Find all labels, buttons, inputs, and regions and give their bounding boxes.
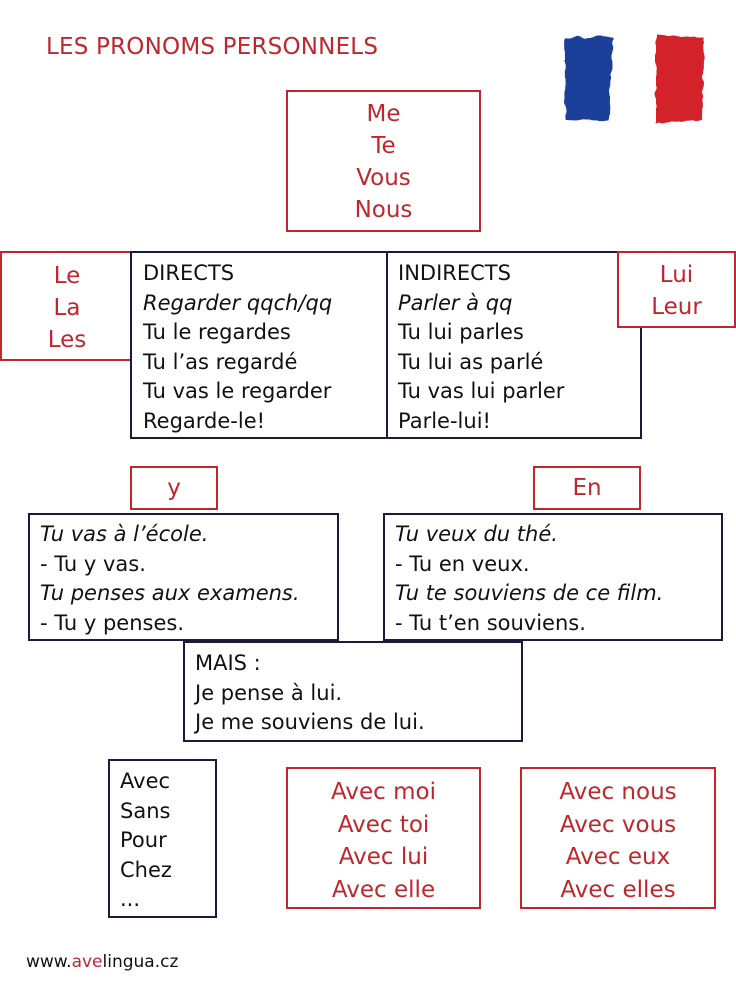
en-label: En <box>572 475 602 501</box>
en-example-line: Tu te souviens de ce film. <box>395 581 664 605</box>
y-label-box: y <box>130 466 218 510</box>
avec-singular-line: Avec moi <box>331 779 436 805</box>
en-example-line: - Tu t’en souviens. <box>395 610 586 635</box>
directs-heading: DIRECTS <box>143 261 235 285</box>
preposition: Chez <box>120 857 172 882</box>
en-example-line: - Tu en veux. <box>395 551 530 576</box>
avec-plural-line: Avec vous <box>559 811 677 838</box>
mais-line: Je pense à lui. <box>195 680 343 705</box>
avec-plural-line: Avec elles <box>560 876 676 903</box>
y-example-line: Tu penses aux examens. <box>40 581 300 605</box>
indirects-line: Parle-lui! <box>398 408 491 433</box>
avec-singular-box: Avec moi Avec toi Avec lui Avec elle <box>286 767 481 909</box>
mais-box: MAIS : Je pense à lui. Je me souviens de… <box>183 641 523 742</box>
pronoun-la: La <box>53 295 81 321</box>
pronoun-vous: Vous <box>356 165 411 191</box>
france-flag-icon <box>564 34 704 124</box>
y-example-line: - Tu y vas. <box>40 551 146 576</box>
directs-box: DIRECTS Regarder qqch/qq Tu le regardes … <box>130 251 388 439</box>
footer-website-link[interactable]: www.avelingua.cz <box>26 952 178 972</box>
pronoun-lui: Lui <box>659 262 694 288</box>
en-label-box: En <box>533 466 641 510</box>
pronoun-le: Le <box>53 263 81 289</box>
indirects-line: Tu vas lui parler <box>398 379 565 403</box>
preposition: Sans <box>120 798 171 823</box>
y-example-line: Tu vas à l’école. <box>40 522 209 546</box>
pronoun-te: Te <box>371 133 396 159</box>
pronoun-les: Les <box>47 327 87 353</box>
footer-prefix: www. <box>26 952 72 972</box>
top-pronoun-box: Me Te Vous Nous <box>286 90 481 232</box>
pronoun-me: Me <box>366 101 401 127</box>
en-example-box: Tu veux du thé. - Tu en veux. Tu te souv… <box>383 513 723 641</box>
directs-example: Regarder qqch/qq <box>143 290 333 315</box>
right-pronoun-box: Lui Leur <box>617 251 736 328</box>
directs-line: Tu vas le regarder <box>143 379 332 403</box>
avec-plural-box: Avec nous Avec vous Avec eux Avec elles <box>520 767 716 909</box>
preposition: Avec <box>120 769 171 793</box>
avec-singular-line: Avec elle <box>331 876 436 903</box>
indirects-line: Tu lui as parlé <box>398 349 544 374</box>
pronoun-leur: Leur <box>651 294 702 320</box>
en-example-line: Tu veux du thé. <box>395 522 558 546</box>
indirects-box: INDIRECTS Parler à qq Tu lui parles Tu l… <box>386 251 642 439</box>
preposition: Pour <box>120 828 167 852</box>
prepositions-box: Avec Sans Pour Chez ... <box>108 759 217 918</box>
avec-plural-line: Avec eux <box>565 844 671 870</box>
mais-heading: MAIS : <box>195 651 261 675</box>
directs-line: Tu l’as regardé <box>143 349 298 374</box>
y-example-box: Tu vas à l’école. - Tu y vas. Tu penses … <box>28 513 339 641</box>
directs-line: Regarde-le! <box>143 408 266 433</box>
left-pronoun-box: Le La Les <box>0 251 134 361</box>
footer-suffix: lingua.cz <box>102 952 179 972</box>
pronoun-nous: Nous <box>354 197 413 223</box>
avec-plural-line: Avec nous <box>559 779 677 805</box>
indirects-heading: INDIRECTS <box>398 261 511 285</box>
y-label: y <box>167 475 181 501</box>
avec-singular-line: Avec lui <box>338 844 429 870</box>
mais-line: Je me souviens de lui. <box>195 710 425 734</box>
indirects-line: Tu lui parles <box>398 320 524 344</box>
footer-brand: ave <box>71 952 103 972</box>
directs-line: Tu le regardes <box>143 320 291 344</box>
y-example-line: - Tu y penses. <box>40 610 185 635</box>
avec-singular-line: Avec toi <box>337 811 430 838</box>
indirects-example: Parler à qq <box>398 290 513 315</box>
preposition-ellipsis: ... <box>120 887 141 911</box>
page-title: LES PRONOMS PERSONNELS <box>46 34 379 60</box>
